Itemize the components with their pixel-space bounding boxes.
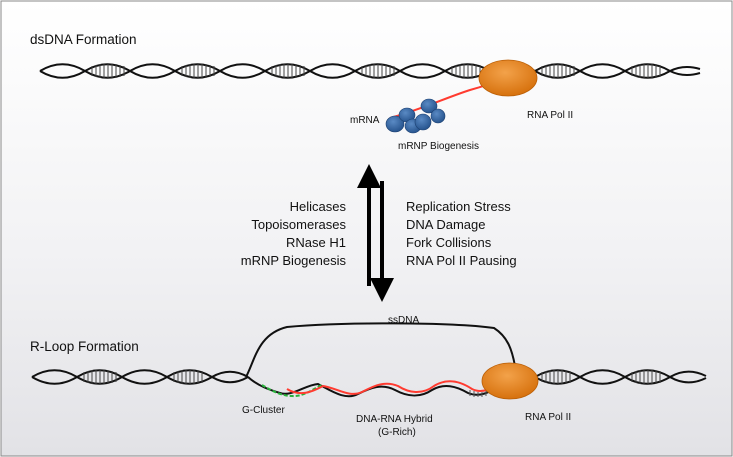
rna-hybrid-strand	[286, 380, 504, 395]
mrna-label: mRNA	[350, 115, 380, 126]
top-base-pairs	[91, 64, 661, 78]
left-factor-mrnp: mRNP Biogenesis	[241, 253, 347, 268]
hybrid-label-line2: (G-Rich)	[378, 427, 416, 438]
bottom-rna-pol-ii	[481, 362, 539, 400]
ssdna-label: ssDNA	[388, 315, 419, 326]
template-strand	[247, 376, 504, 398]
left-factor-topoisomerases: Topoisomerases	[251, 217, 346, 232]
left-factors: Helicases Topoisomerases RNase H1 mRNP B…	[241, 199, 347, 268]
bottom-left-base-pairs	[83, 370, 203, 384]
ssdna-bubble	[245, 322, 516, 378]
bottom-right-strand-b	[534, 369, 707, 385]
right-factors: Replication Stress DNA Damage Fork Colli…	[406, 199, 517, 268]
bottom-left-strand-a	[31, 369, 249, 385]
g-cluster-label: G-Cluster	[242, 405, 285, 416]
right-factor-replication-stress: Replication Stress	[406, 199, 511, 214]
mrnp-biogenesis-label: mRNP Biogenesis	[398, 141, 479, 152]
bottom-dna-left	[31, 369, 249, 385]
hybrid-label-line1: DNA-RNA Hybrid	[356, 414, 433, 425]
bottom-left-strand-b	[31, 369, 249, 385]
left-factor-rnase-h1: RNase H1	[286, 235, 346, 250]
right-factor-pol-pausing: RNA Pol II Pausing	[406, 253, 517, 268]
panel-top-title: dsDNA Formation	[30, 32, 137, 47]
right-factor-dna-damage: DNA Damage	[406, 217, 485, 232]
top-rna-pol-ii	[478, 59, 538, 97]
left-factor-helicases: Helicases	[290, 199, 347, 214]
bottom-polymerase-label: RNA Pol II	[525, 412, 571, 423]
panel-bottom-title: R-Loop Formation	[30, 339, 139, 354]
right-factor-fork-collisions: Fork Collisions	[406, 235, 492, 250]
g-cluster-segment	[261, 384, 323, 398]
top-polymerase-label: RNA Pol II	[527, 110, 573, 121]
top-dsdna	[39, 63, 701, 79]
bottom-right-base-pairs	[541, 370, 661, 384]
hybrid-base-pairs	[469, 390, 487, 397]
bottom-dna-right	[534, 369, 707, 385]
mrnp-protein-cluster	[385, 98, 446, 134]
